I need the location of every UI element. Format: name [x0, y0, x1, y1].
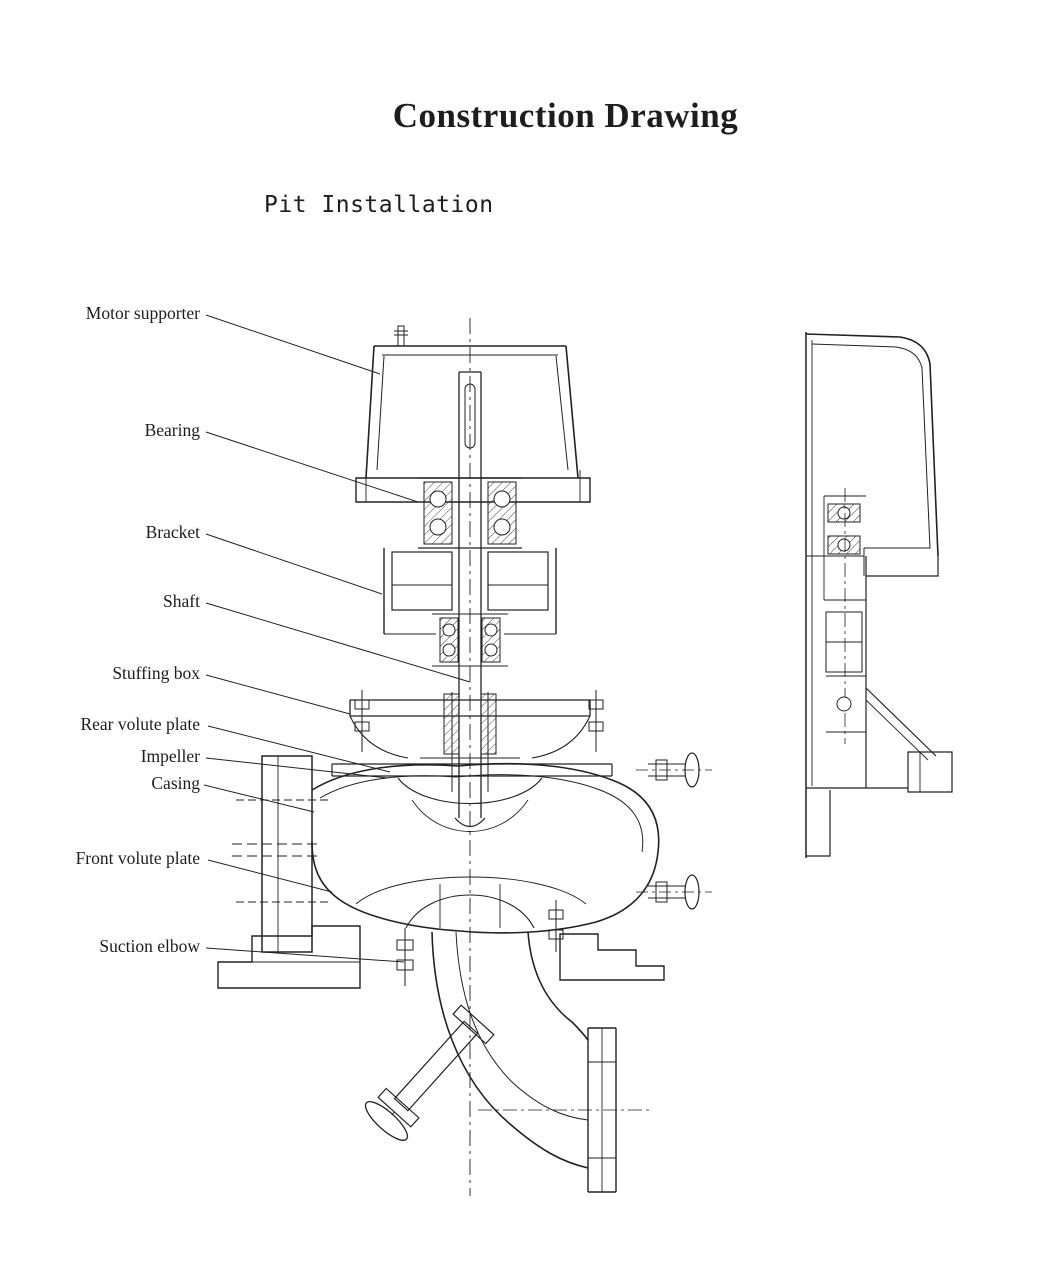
stuffing-box	[349, 690, 604, 759]
casing-tie-bolts	[636, 752, 712, 910]
label-impeller: Impeller	[140, 746, 200, 766]
label-casing: Casing	[151, 773, 200, 793]
label-bearing: Bearing	[144, 420, 200, 440]
casing	[232, 755, 660, 953]
right-foot-bracket	[548, 900, 665, 981]
label-bracket: Bracket	[145, 522, 200, 542]
page-subtitle: Pit Installation	[264, 192, 494, 218]
suction-elbow	[431, 931, 650, 1193]
leader-shaft	[205, 602, 471, 683]
label-suction-elbow: Suction elbow	[99, 936, 200, 956]
label-shaft: Shaft	[163, 591, 200, 611]
leader-casing	[203, 784, 315, 813]
impeller	[397, 777, 543, 929]
leader-stuffing-box	[205, 674, 351, 715]
leader-rear-volute-plate	[207, 725, 391, 773]
page-title: Construction Drawing	[392, 96, 739, 135]
leader-lines	[203, 314, 471, 963]
label-front-volute-plate: Front volute plate	[75, 848, 200, 868]
leader-front-volute-plate	[207, 859, 333, 893]
main-section-view	[217, 318, 712, 1196]
leader-motor-supporter	[205, 314, 381, 375]
leader-impeller	[205, 757, 389, 779]
leader-suction-elbow	[205, 947, 405, 963]
label-stuffing-box: Stuffing box	[112, 663, 200, 683]
leader-bracket	[205, 533, 383, 595]
left-foot-bracket	[217, 925, 414, 989]
bracket	[383, 548, 557, 635]
side-view	[805, 332, 953, 858]
label-motor-supporter: Motor supporter	[85, 303, 200, 323]
front-volute-plate-part	[261, 755, 313, 953]
rear-volute-plate	[331, 763, 613, 777]
drain-valve	[364, 1004, 495, 1141]
label-rear-volute-plate: Rear volute plate	[80, 714, 200, 734]
upper-bearing	[418, 477, 522, 549]
top-bolt	[394, 325, 408, 347]
cutwater-curve	[355, 876, 587, 905]
leader-bearing	[205, 431, 419, 503]
lower-bearing	[432, 613, 508, 667]
